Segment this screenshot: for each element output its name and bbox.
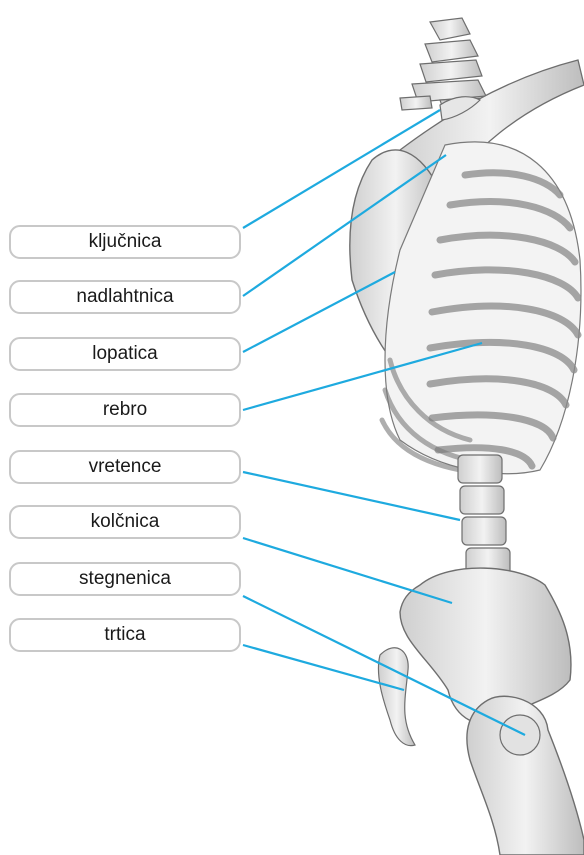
label-box: rebro [9, 393, 241, 427]
label-text: nadlahtnica [76, 286, 173, 308]
label-text: rebro [103, 399, 147, 421]
label-box: lopatica [9, 337, 241, 371]
label-text: ključnica [89, 231, 162, 253]
coccyx-shape [378, 648, 415, 746]
label-text: kolčnica [91, 511, 160, 533]
leader-line [243, 472, 460, 520]
femur-head [500, 715, 540, 755]
label-text: lopatica [92, 343, 158, 365]
label-box: stegnenica [9, 562, 241, 596]
label-box: kolčnica [9, 505, 241, 539]
label-box: ključnica [9, 225, 241, 259]
label-text: stegnenica [79, 568, 171, 590]
lumbar-vertebrae [458, 455, 510, 576]
label-text: trtica [104, 624, 145, 646]
leader-line [243, 538, 452, 603]
label-box: nadlahtnica [9, 280, 241, 314]
label-box: trtica [9, 618, 241, 652]
label-box: vretence [9, 450, 241, 484]
label-text: vretence [89, 456, 162, 478]
pelvis-shape [400, 568, 571, 724]
